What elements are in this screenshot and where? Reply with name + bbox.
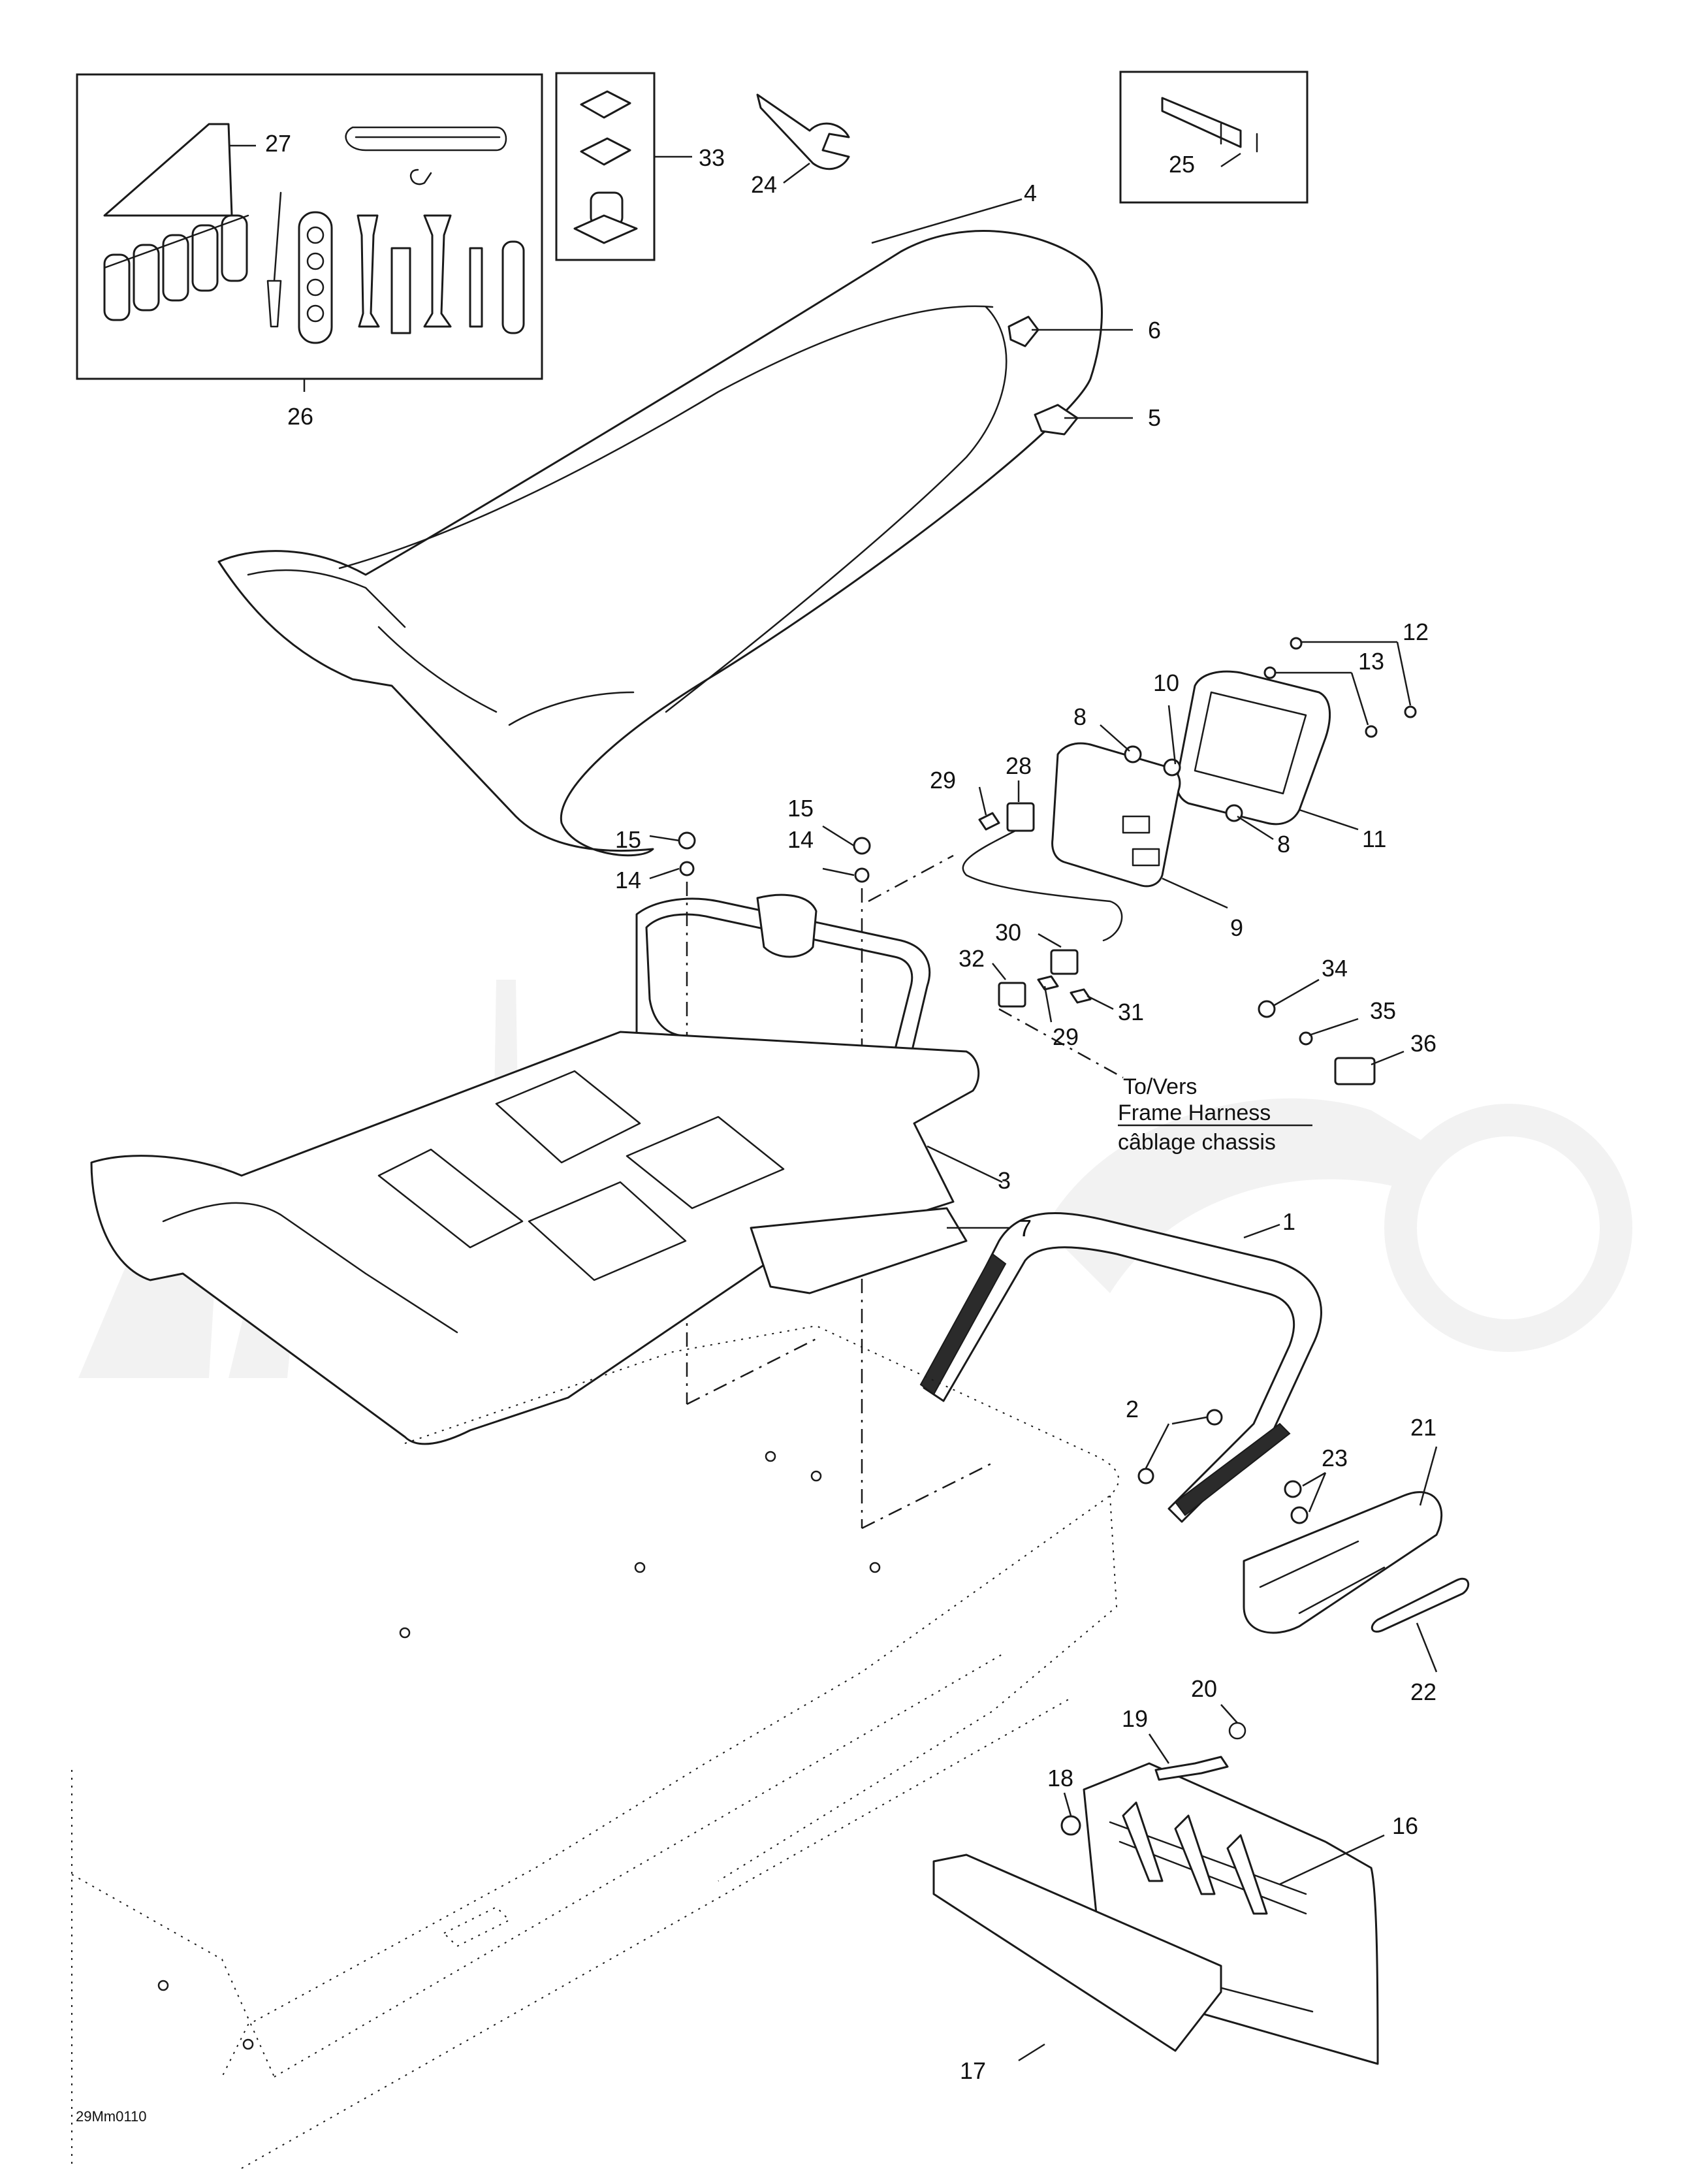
- callout-15a: 15: [615, 826, 641, 853]
- callout-2: 2: [1126, 1396, 1139, 1422]
- callout-5: 5: [1148, 404, 1161, 431]
- callout-23: 23: [1322, 1445, 1348, 1471]
- rear-rack-base: [90, 1031, 1019, 1530]
- bracket-box: [1119, 71, 1309, 204]
- callout-15b: 15: [787, 795, 814, 822]
- callout-9: 9: [1230, 914, 1243, 941]
- callout-10: 10: [1153, 669, 1179, 696]
- grab-handle: [919, 1212, 1322, 1523]
- callout-19: 19: [1122, 1705, 1148, 1732]
- callout-35: 35: [1370, 997, 1396, 1024]
- harness-note-line3: câblage chassis: [1118, 1130, 1276, 1155]
- figure-reference: 29Mm0110: [76, 2108, 146, 2125]
- callout-12: 12: [1403, 618, 1429, 645]
- callout-27: 27: [265, 130, 291, 157]
- callout-6: 6: [1148, 317, 1161, 344]
- callout-32: 32: [959, 945, 985, 972]
- callout-18: 18: [1047, 1765, 1073, 1791]
- callout-29b: 29: [1053, 1023, 1079, 1050]
- callout-7: 7: [1019, 1215, 1032, 1242]
- callout-21: 21: [1410, 1414, 1436, 1441]
- seat: [217, 198, 1133, 857]
- callout-28: 28: [1006, 752, 1032, 779]
- callout-1: 1: [1282, 1208, 1295, 1235]
- callout-8a: 8: [1073, 703, 1087, 730]
- callout-36: 36: [1410, 1030, 1436, 1057]
- callout-22: 22: [1410, 1678, 1436, 1705]
- spanner-wrench: [756, 93, 850, 184]
- callout-8b: 8: [1277, 831, 1290, 858]
- callout-25: 25: [1169, 151, 1195, 178]
- callout-17: 17: [960, 2057, 986, 2084]
- tunnel-frame: [71, 1325, 1120, 2169]
- callout-13: 13: [1358, 648, 1384, 675]
- callout-4: 4: [1024, 180, 1037, 206]
- harness-note-line1: To/Vers: [1123, 1074, 1197, 1099]
- callout-14b: 14: [787, 826, 814, 853]
- wiring-connectors: [962, 780, 1124, 1079]
- callout-14a: 14: [615, 867, 641, 893]
- callout-20: 20: [1191, 1675, 1217, 1702]
- callout-31: 31: [1118, 999, 1144, 1025]
- snow-flap: [932, 1704, 1385, 2065]
- harness-note-line2: Frame Harness: [1118, 1100, 1271, 1125]
- spacer-kit-box: [555, 72, 692, 261]
- tool-kit-box: [76, 73, 543, 392]
- callout-11: 11: [1362, 826, 1386, 852]
- harness-note: To/Vers Frame Harness câblage chassis: [1118, 1074, 1312, 1155]
- tool-pouch-sockets: [103, 214, 248, 321]
- callout-16: 16: [1392, 1812, 1418, 1839]
- side-cover: [1243, 1446, 1470, 1673]
- tail-light: [1051, 637, 1417, 909]
- callout-33: 33: [699, 144, 725, 171]
- small-hardware-34-36: [1258, 978, 1404, 1085]
- callout-30: 30: [995, 919, 1021, 946]
- callout-29a: 29: [930, 767, 956, 794]
- callout-24: 24: [751, 171, 777, 198]
- callout-26: 26: [287, 403, 313, 430]
- callout-3: 3: [998, 1167, 1011, 1194]
- callout-34: 34: [1322, 955, 1348, 982]
